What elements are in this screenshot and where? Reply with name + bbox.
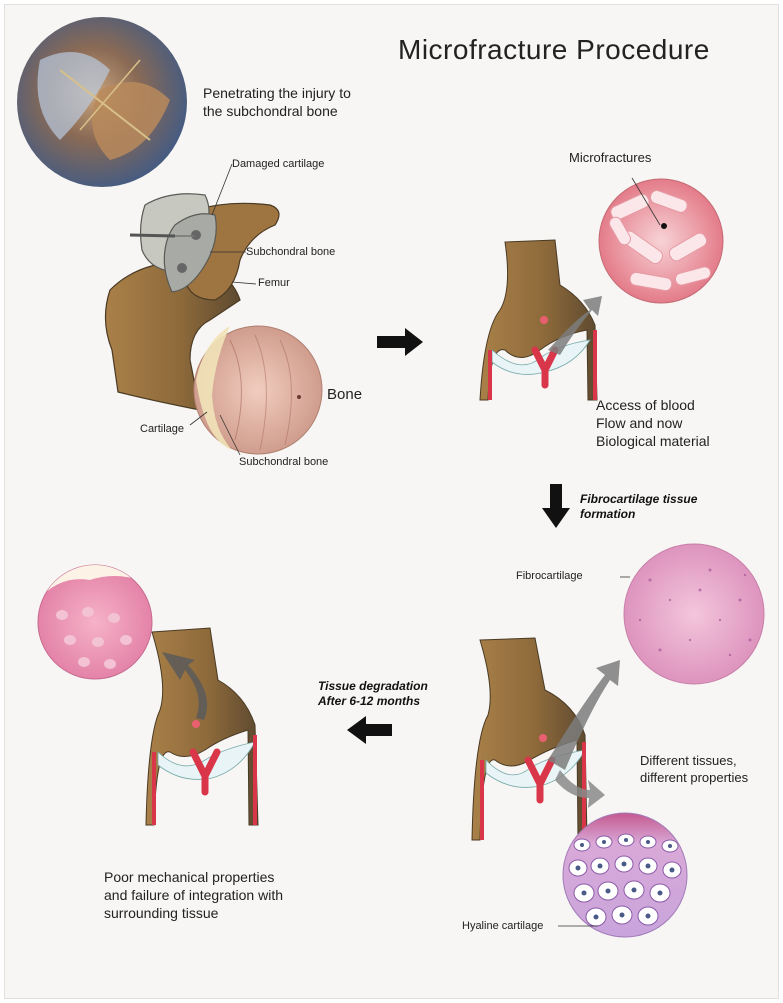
tissue-degradation-label: Tissue degradation After 6-12 months <box>318 679 428 708</box>
fibrocartilage-formation-label: Fibrocartilage tissue formation <box>580 492 698 521</box>
fibrocartilage-circle <box>620 543 765 685</box>
subchondral-bone-histology-label: Subchondral bone <box>239 456 329 468</box>
left-arrow <box>347 716 392 744</box>
subchondral-bone-label: Subchondral bone <box>246 246 336 258</box>
hyaline-cartilage-circle <box>558 812 688 938</box>
degraded-knee <box>145 627 259 826</box>
bone-histology-circle <box>189 325 323 456</box>
page-title: Microfracture Procedure <box>398 34 710 65</box>
degraded-tissue-circle <box>37 564 153 680</box>
damaged-cartilage-label: Damaged cartilage <box>232 158 325 170</box>
different-tissues-description: Different tissues, different properties <box>640 753 749 785</box>
blood-access-description: Access of blood Flow and now Biological … <box>596 397 710 449</box>
right-arrow <box>377 328 423 356</box>
arthroscopy-photo <box>17 17 187 187</box>
poor-properties-description: Poor mechanical properties and failure o… <box>104 869 283 921</box>
cartilage-label: Cartilage <box>140 423 185 435</box>
microfractures-label: Microfractures <box>569 150 652 165</box>
fibrocartilage-label: Fibrocartilage <box>516 570 583 582</box>
microfracture-circle <box>598 177 724 304</box>
microfracture-knee <box>479 239 602 401</box>
hyaline-cartilage-label: Hyaline cartilage <box>462 920 544 932</box>
penetrating-description: Penetrating the injury to the subchondra… <box>203 85 351 119</box>
knee-joint-illustration <box>104 163 280 411</box>
down-arrow <box>542 484 570 528</box>
femur-label: Femur <box>258 277 290 289</box>
repaired-knee <box>471 637 620 841</box>
bone-label: Bone <box>327 386 363 403</box>
